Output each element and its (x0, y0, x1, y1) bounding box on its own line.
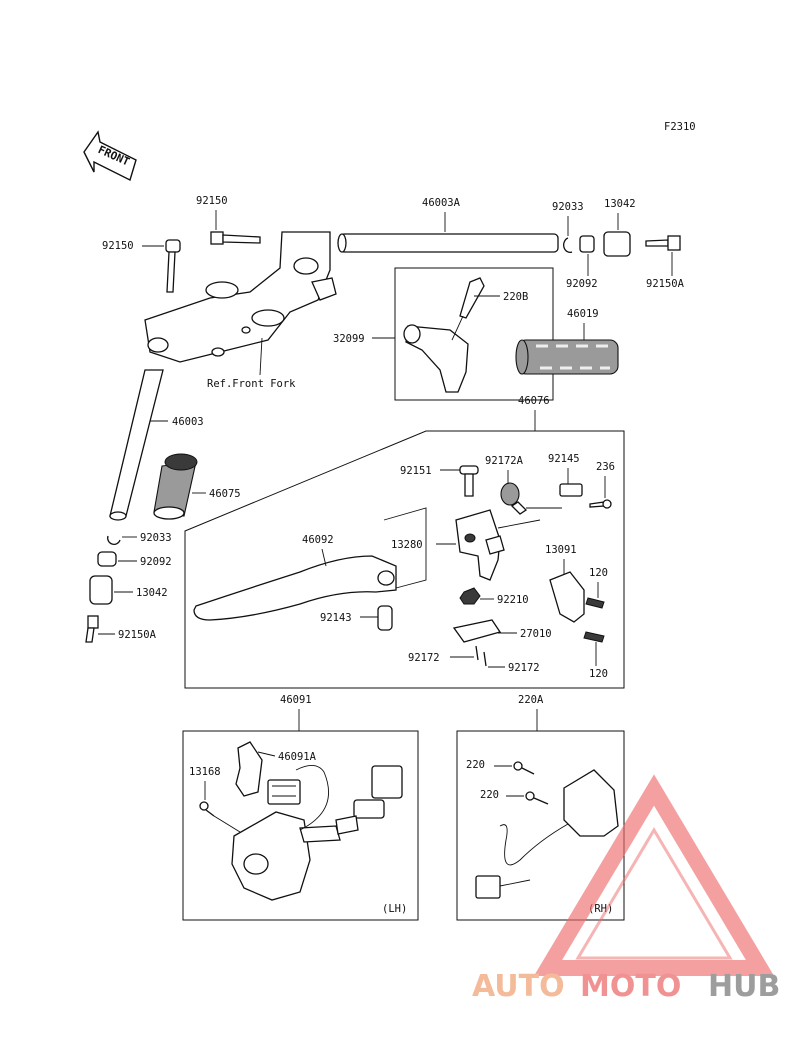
part-92092-low: 92092 (140, 556, 172, 568)
part-13280: 13280 (391, 539, 423, 551)
part-13042-low: 13042 (136, 587, 168, 599)
part-92210: 92210 (497, 594, 529, 606)
steering-stem-bracket (144, 231, 337, 363)
part-220B: 220B (503, 291, 528, 303)
rh-switch-housing (475, 769, 619, 899)
screw-icon (589, 499, 612, 509)
part-46092: 46092 (302, 534, 334, 546)
part-92150-left: 92150 (102, 240, 134, 252)
handle-grip-left (153, 453, 198, 520)
collar-icon (377, 605, 393, 631)
part-236: 236 (596, 461, 615, 473)
part-46003: 46003 (172, 416, 204, 428)
part-46076: 46076 (518, 395, 550, 407)
screw-icon (513, 761, 535, 775)
bolt-icon (85, 615, 99, 643)
lh-switch-housing (231, 765, 403, 901)
lever-bracket (455, 509, 505, 581)
spring-icon (559, 483, 583, 497)
part-220A: 13168 (189, 766, 221, 778)
front-arrow-icon: FRONT (83, 130, 137, 181)
part-92151: 92151 (400, 465, 432, 477)
clutch-lever (193, 555, 397, 621)
part-220-b: 220 (480, 789, 499, 801)
holder-icon (235, 741, 263, 797)
part-92143: 92143 (320, 612, 352, 624)
part-46091: 46091 (280, 694, 312, 706)
watermark-text-hub: HUB (708, 969, 780, 1004)
bar-end-weight-icon (89, 575, 113, 605)
throttle-grip-housing (403, 277, 485, 393)
part-92033-low: 92033 (140, 532, 172, 544)
part-92172-a: 92172 (408, 652, 440, 664)
bar-end-weight-icon (603, 231, 631, 257)
handlebar-pipe-right (337, 233, 559, 253)
throttle-assembly-box (394, 267, 554, 401)
screw-icon (525, 791, 549, 805)
part-13168: 46091A (278, 751, 317, 763)
collar-icon (579, 235, 595, 253)
bolt-icon (583, 631, 605, 643)
clutch-lever-assembly-box (184, 430, 625, 689)
part-120-b: 120 (589, 668, 608, 680)
handle-grip-right (515, 339, 619, 375)
lh-side-label: (LH) (382, 903, 407, 915)
bolt-icon (585, 597, 605, 609)
part-32099: 32099 (333, 333, 365, 345)
automotohub-watermark: AUTO MOTO HUB (472, 774, 780, 1004)
part-92145: 92145 (548, 453, 580, 465)
part-92092-top: 92092 (566, 278, 598, 290)
bolt-icon (210, 231, 261, 245)
ref-front-fork-note: Ref.Front Fork (207, 378, 296, 390)
bolt-icon (645, 235, 681, 251)
screw-icon (475, 645, 479, 661)
connector-icon (267, 779, 301, 805)
clamp-icon (549, 571, 585, 623)
part-46091A: 220A (518, 694, 544, 706)
handlebar-pipe-left (109, 369, 164, 521)
watermark-text-auto: AUTO (472, 969, 565, 1004)
watermark-text-moto: MOTO (580, 969, 681, 1004)
circlip-icon (563, 237, 573, 254)
part-92150-top: 92150 (196, 195, 228, 207)
part-46003A: 46003A (422, 197, 461, 209)
part-27010: 27010 (520, 628, 552, 640)
part-220-a: 220 (466, 759, 485, 771)
nut-icon (459, 587, 481, 605)
part-46075: 46075 (209, 488, 241, 500)
circlip-icon (107, 535, 121, 545)
part-92033-top: 92033 (552, 201, 584, 213)
watermark-triangle-icon (533, 774, 775, 976)
clutch-switch-icon (452, 619, 502, 643)
figure-code: F2310 (664, 121, 696, 133)
part-13042-top: 13042 (604, 198, 636, 210)
screw-icon (199, 801, 215, 817)
screw-icon (483, 651, 487, 667)
part-92172-b: 92172 (508, 662, 540, 674)
rh-switch-box (456, 730, 625, 921)
adjuster-icon (500, 482, 528, 515)
part-92150A-top: 92150A (646, 278, 685, 290)
part-46019: 46019 (567, 308, 599, 320)
part-92172A: 92172A (485, 455, 524, 467)
bolt-icon (165, 239, 181, 293)
lh-switch-box (182, 730, 419, 921)
part-120-a: 120 (589, 567, 608, 579)
part-13091: 13091 (545, 544, 577, 556)
part-92150A-low: 92150A (118, 629, 157, 641)
collar-icon (97, 551, 117, 567)
bolt-icon (459, 465, 479, 497)
